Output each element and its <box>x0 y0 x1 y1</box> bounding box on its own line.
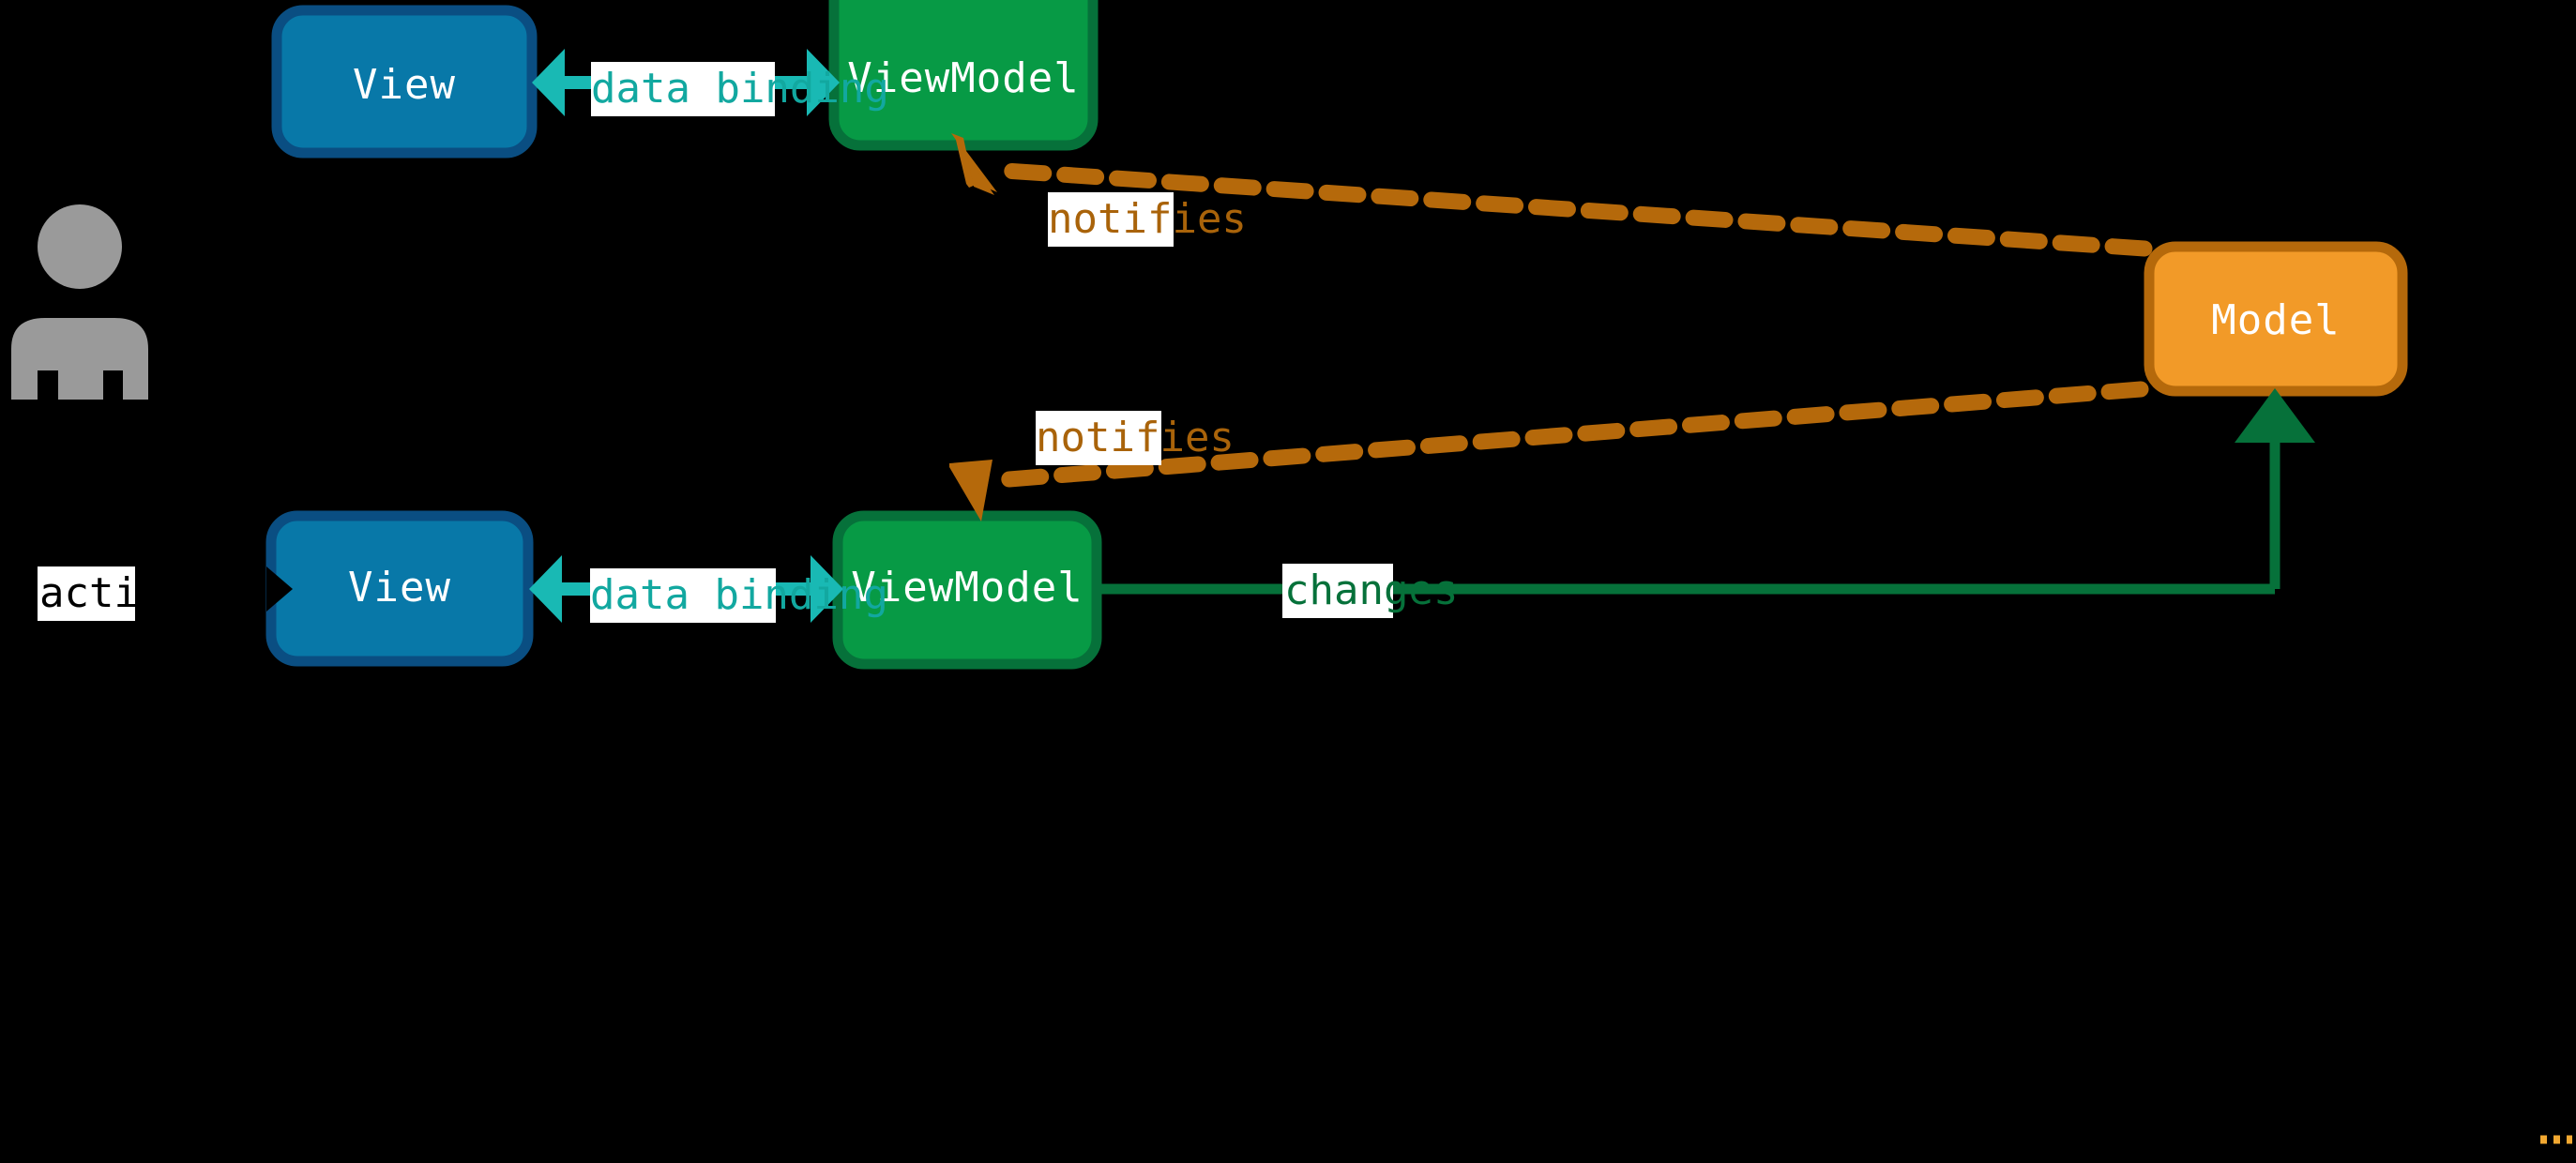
edge-notifies-top <box>951 133 2153 257</box>
edge-label-data-binding-top: data binding <box>591 62 889 116</box>
edge-label-data-binding-bottom: data binding <box>590 568 888 623</box>
actor-person-icon <box>11 204 148 400</box>
node-model[interactable] <box>2144 241 2408 397</box>
edge-label-action: action <box>38 566 189 621</box>
edge-label-changes: changes <box>1282 564 1458 618</box>
edge-label-notifies-top: notifies <box>1048 192 1247 247</box>
node-view-top[interactable] <box>271 5 538 159</box>
node-view-bottom[interactable] <box>265 510 534 667</box>
edge-notifies-bottom <box>949 381 2149 521</box>
edge-label-notifies-bottom: notifies <box>1036 411 1235 465</box>
